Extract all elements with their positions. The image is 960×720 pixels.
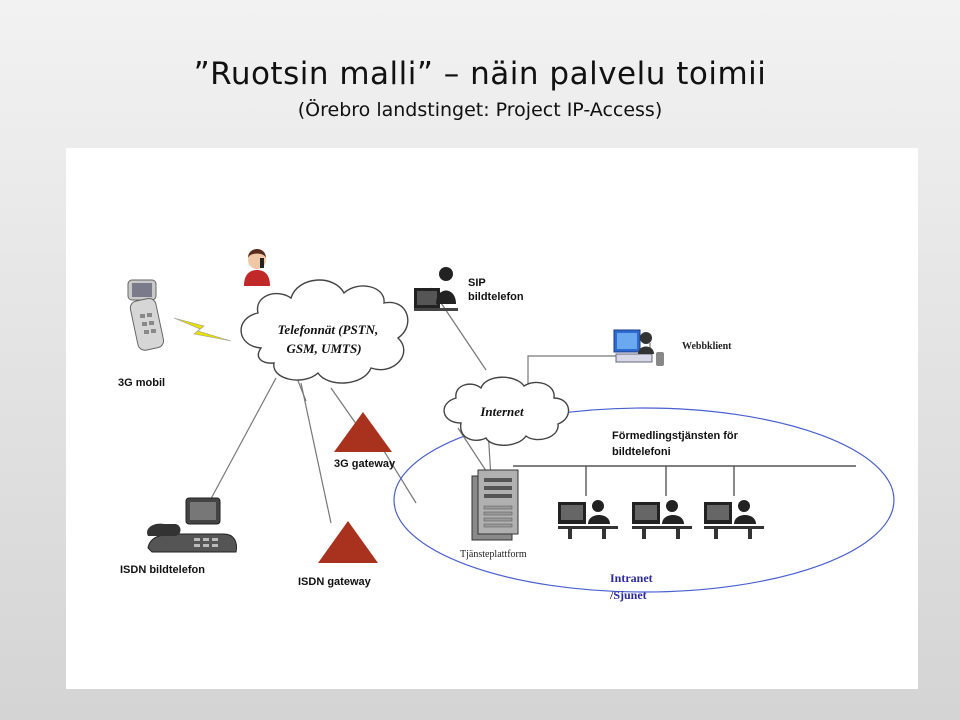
webclient-label: Webbklient [682, 341, 732, 352]
relay-bus [513, 465, 856, 496]
intranet-label-2: /Sjunet [609, 588, 647, 602]
relay-service-label-1: Förmedlingstjänsten för [612, 430, 739, 442]
isdn-gateway-label: ISDN gateway [298, 576, 372, 588]
isdn-gateway-icon [318, 521, 378, 563]
diagram-panel: Telefonnät (PSTN, GSM, UMTS) Internet 3G… [66, 148, 918, 689]
isdn-videophone-icon [147, 497, 237, 553]
wireless-lightning-icon [173, 317, 232, 342]
internet-label: Internet [479, 404, 524, 419]
isdn-phone-label: ISDN bildtelefon [120, 564, 205, 576]
telephone-network-label-2: GSM, UMTS) [286, 341, 361, 356]
telephone-network-label-1: Telefonnät (PSTN, [278, 322, 379, 337]
slide-subtitle: (Örebro landstinget: Project IP-Access) [297, 99, 663, 121]
sip-label-1: SIP [468, 277, 486, 289]
sip-user-icon [414, 267, 458, 311]
slide-title: ”Ruotsin malli” – näin palvelu toimii [193, 56, 767, 92]
webclient-computer-icon [613, 329, 664, 366]
interpreter-workstation-icon [704, 500, 764, 539]
relay-service-label-2: bildtelefoni [612, 446, 671, 458]
line-isdn-phone-to-telnet [205, 377, 277, 509]
interpreter-workstation-icon [632, 500, 692, 539]
sip-label-2: bildtelefon [468, 291, 524, 303]
person-phone-icon [244, 249, 270, 286]
service-platform-label: Tjänsteplattform [460, 549, 527, 560]
intranet-label-1: Intranet [610, 571, 653, 585]
3g-gateway-label: 3G gateway [334, 458, 396, 470]
line-telnet-to-isdn-gateway [300, 382, 332, 524]
mobile-phone-icon [127, 279, 165, 351]
intranet-boundary [393, 407, 895, 593]
network-diagram: Telefonnät (PSTN, GSM, UMTS) Internet 3G… [118, 249, 895, 602]
mobile-label: 3G mobil [118, 377, 165, 389]
server-tower-icon [471, 469, 519, 541]
3g-gateway-icon [334, 412, 392, 452]
internet-cloud [443, 376, 570, 446]
telephone-network-cloud [240, 279, 409, 384]
interpreter-workstation-icon [558, 500, 618, 539]
